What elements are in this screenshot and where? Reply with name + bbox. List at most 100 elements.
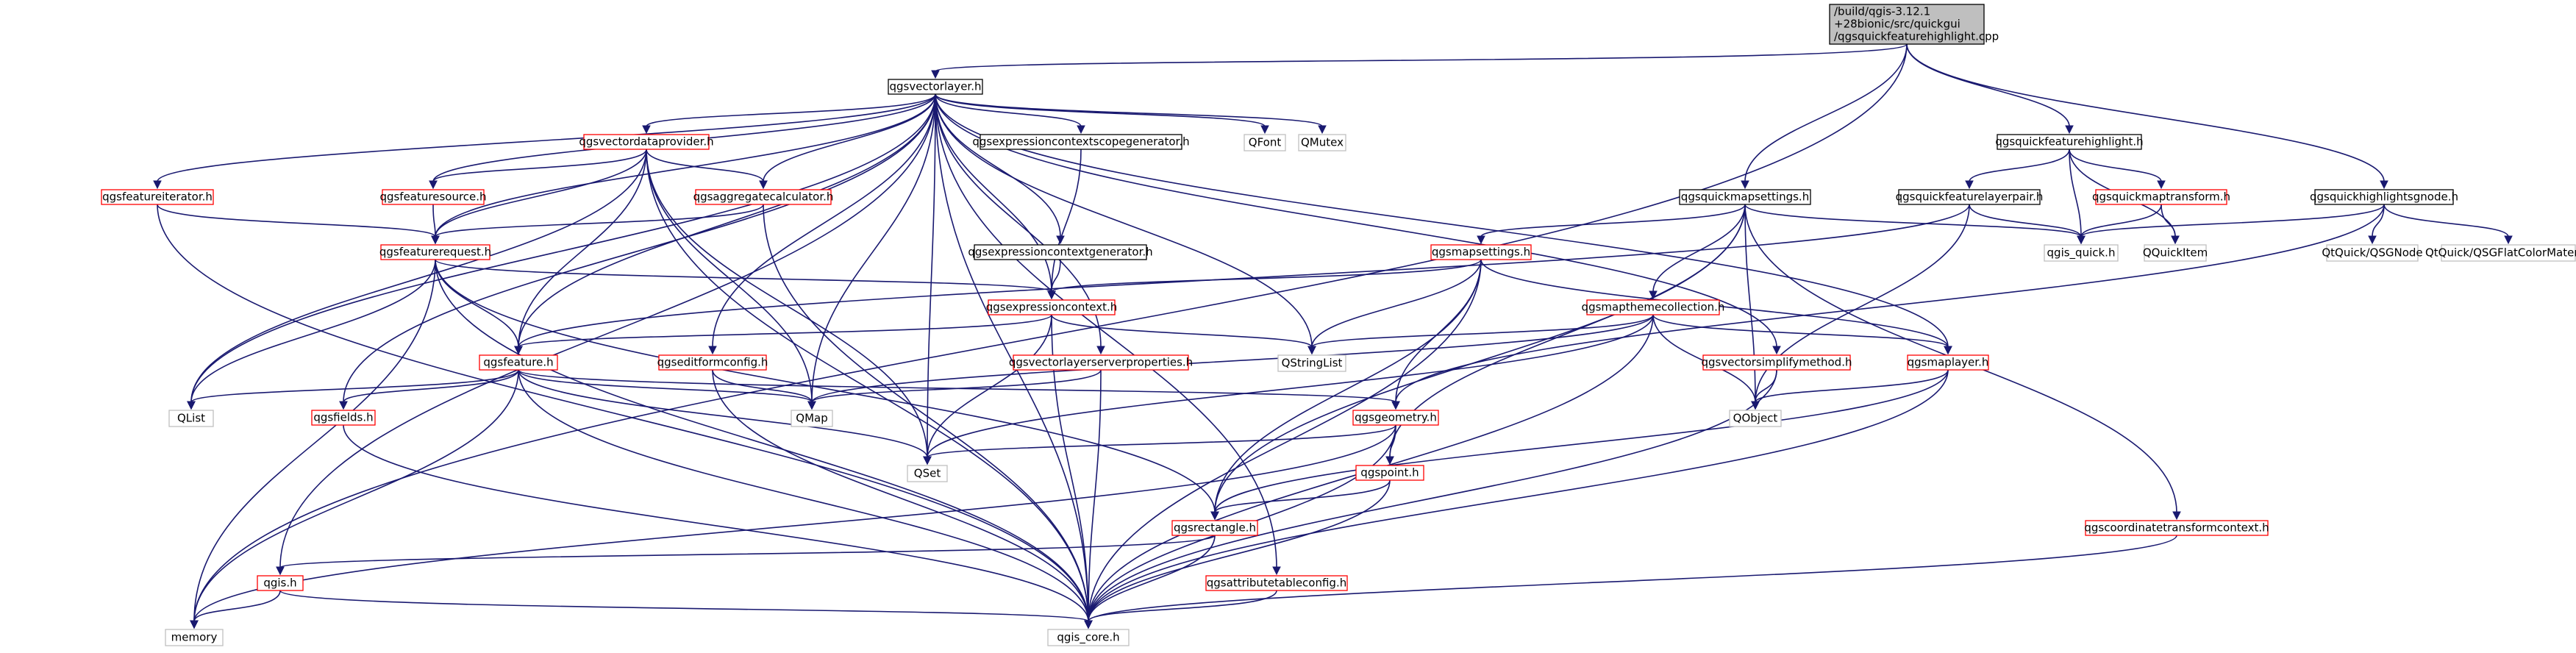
node-qgsfeatureiterator[interactable]: qgsfeatureiterator.h (101, 189, 214, 205)
node-qgsmapthemecollection[interactable]: qgsmapthemecollection.h (1582, 299, 1725, 315)
edge-line (2069, 149, 2082, 238)
node-qgsfields[interactable]: qgsfields.h (311, 410, 376, 426)
node-label: qgsmapsettings.h (1432, 246, 1530, 259)
node-qgsfeaturesource[interactable]: qgsfeaturesource.h (379, 189, 487, 205)
node-QMap[interactable]: QMap (791, 410, 833, 427)
node-box (791, 410, 833, 427)
node-qgsfeature[interactable]: qgsfeature.h (479, 354, 558, 371)
node-qgsquickfeaturelayerpair[interactable]: qgsquickfeaturelayerpair.h (1896, 189, 2044, 205)
node-qgsvectorsimplifymethod[interactable]: qgsvectorsimplifymethod.h (1702, 354, 1852, 371)
edge-line (1389, 204, 1746, 458)
node-qgsmaplayer[interactable]: qgsmaplayer.h (1907, 354, 1989, 371)
node-box (1829, 4, 1985, 45)
edge-arrowhead (2380, 180, 2388, 190)
edge-qgsquickmaptransform-to-qgis_quick (2077, 204, 2162, 245)
node-qgsfeaturerequest[interactable]: qgsfeaturerequest.h (379, 244, 491, 260)
node-label: qgseditformconfig.h (657, 356, 768, 369)
node-qgsexpressioncontextscopegenerator[interactable]: qgsexpressioncontextscopegenerator.h (972, 134, 1190, 150)
edge-qgsmapsettings-to-qgsrectangle (1210, 259, 1482, 521)
node-box (1205, 575, 1348, 591)
node-qgseditformconfig[interactable]: qgseditformconfig.h (657, 354, 768, 371)
edge-line (1214, 479, 1391, 513)
edge-line (646, 93, 936, 127)
node-label: QtQuick/QSGNode (2322, 246, 2422, 260)
node-box (1013, 354, 1189, 371)
edge-line (518, 204, 1970, 348)
node-label: qgsquickfeaturehighlight.h (1995, 135, 2143, 149)
node-QMutex[interactable]: QMutex (1298, 134, 1346, 151)
node-box (1277, 354, 1346, 372)
node-qgsaggregatecalculator[interactable]: qgsaggregatecalculator.h (693, 189, 834, 205)
edge-qgsvectorlayer-to-qgsfeaturerequest (431, 93, 936, 245)
node-label: qgsexpressioncontext.h (986, 301, 1118, 314)
edge-line (1744, 204, 2082, 238)
node-qgspoint[interactable]: qgspoint.h (1355, 465, 1424, 481)
edge-line (811, 314, 1654, 403)
node-QStringList[interactable]: QStringList (1277, 354, 1346, 372)
edge-layer (153, 43, 2513, 629)
edge-arrowhead (431, 235, 440, 245)
node-qgsquickfeaturehighlight[interactable]: qgsquickfeaturehighlight.h (1995, 134, 2144, 150)
edge-line (1744, 43, 1908, 182)
edge-qgsmaplayer-to-QObject (1751, 369, 1949, 410)
node-box (168, 410, 214, 427)
node-QObject[interactable]: QObject (1729, 410, 1782, 427)
edge-line (1088, 369, 1777, 622)
node-label: qgsfeaturerequest.h (379, 246, 491, 259)
edge-arrowhead (708, 346, 717, 355)
node-label: qgsquickmaptransform.h (2092, 190, 2230, 204)
node-memory[interactable]: memory (165, 629, 224, 646)
node-qgsattributetableconfig[interactable]: qgsattributetableconfig.h (1205, 575, 1348, 591)
edge-arrowhead (1944, 346, 1952, 355)
node-box (479, 354, 558, 371)
edge-root-to-qgsvectorlayer (931, 43, 1908, 79)
node-qgsvectorlayerserverproperties[interactable]: qgsvectorlayerserverproperties.h (1009, 354, 1193, 371)
node-qgis[interactable]: qgis.h (257, 575, 304, 591)
node-QQuickItem[interactable]: QQuickItem (2143, 244, 2208, 262)
node-qgsrectangle[interactable]: qgsrectangle.h (1171, 520, 1258, 536)
node-QSet[interactable]: QSet (907, 465, 948, 482)
node-qgsquickmapsettings[interactable]: qgsquickmapsettings.h (1679, 189, 1811, 205)
edge-line (2161, 204, 2176, 238)
edge-line (935, 93, 1323, 127)
node-label: qgsvectorsimplifymethod.h (1702, 356, 1852, 369)
edge-line (1051, 149, 1082, 293)
node-qgsgeometry[interactable]: qgsgeometry.h (1352, 410, 1439, 426)
node-qgscoordinatetransformcontext[interactable]: qgscoordinatetransformcontext.h (2084, 520, 2269, 536)
node-qgsexpressioncontextgenerator[interactable]: qgsexpressioncontextgenerator.h (968, 244, 1153, 260)
node-label: /qgsquickfeaturehighlight.cpp (1834, 30, 1999, 43)
edge-line (343, 93, 936, 403)
edge-arrowhead (931, 70, 940, 79)
edge-line (432, 149, 647, 182)
node-qgis_quick[interactable]: qgis_quick.h (2044, 244, 2119, 262)
edge-line (1906, 43, 2070, 127)
node-box (658, 354, 767, 371)
node-QtQuickQSGNode[interactable]: QtQuick/QSGNode (2322, 244, 2423, 262)
edge-qgsfeature-to-qgsfields (339, 369, 519, 410)
edge-line (712, 369, 813, 403)
edge-arrowhead (1385, 456, 1394, 465)
edge-line (343, 424, 1089, 622)
node-root[interactable]: /build/qgis-3.12.1+28bionic/src/quickgui… (1829, 4, 1999, 45)
node-qgsvectorlayer[interactable]: qgsvectorlayer.h (888, 79, 983, 95)
node-label: QMap (796, 412, 827, 425)
node-qgsquickhighlightsgnode[interactable]: qgsquickhighlightsgnode.h (2310, 189, 2458, 205)
node-label: QObject (1733, 412, 1778, 425)
node-QList[interactable]: QList (168, 410, 214, 427)
edge-line (1311, 314, 1654, 348)
edge-qgsquickfeaturehighlight-to-qgis_quick (2069, 149, 2086, 245)
node-QtQuickQSGFlatColorMaterial[interactable]: QtQuick/QSGFlatColorMaterial (2425, 244, 2576, 262)
node-label: qgis_core.h (1057, 631, 1119, 645)
edge-line (2372, 204, 2385, 238)
node-box (101, 189, 214, 205)
node-qgsmapsettings[interactable]: qgsmapsettings.h (1430, 244, 1532, 260)
node-qgsvectordataprovider[interactable]: qgsvectordataprovider.h (579, 134, 714, 150)
node-qgsquickmaptransform[interactable]: qgsquickmaptransform.h (2092, 189, 2230, 205)
node-qgsexpressioncontext[interactable]: qgsexpressioncontext.h (986, 299, 1118, 315)
node-qgis_core[interactable]: qgis_core.h (1047, 629, 1130, 646)
node-QFont[interactable]: QFont (1244, 134, 1286, 151)
node-label: qgsexpressioncontextgenerator.h (968, 246, 1152, 259)
edge-line (193, 259, 436, 622)
node-box (1355, 465, 1424, 481)
edge-line (1969, 204, 2082, 238)
